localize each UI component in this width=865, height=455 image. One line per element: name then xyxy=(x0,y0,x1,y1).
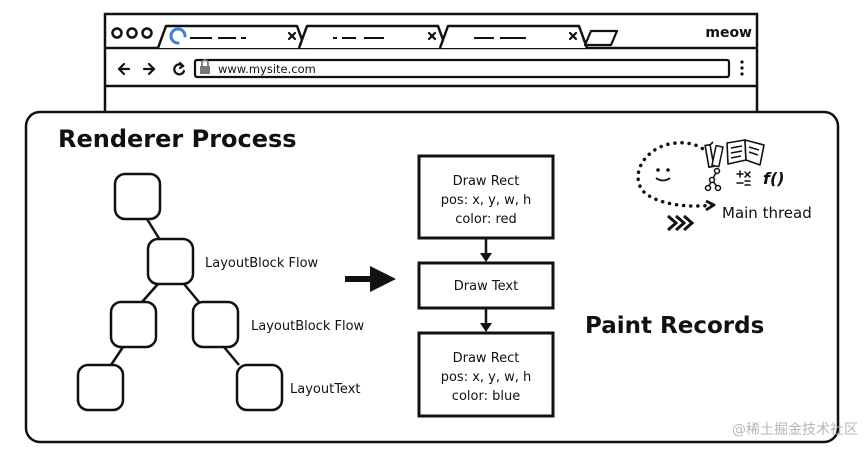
back-arrow-icon[interactable] xyxy=(117,62,131,76)
address-bar[interactable] xyxy=(193,58,731,79)
forward-arrow-icon[interactable] xyxy=(142,62,156,76)
tab-1[interactable] xyxy=(156,24,307,49)
loading-spinner-icon xyxy=(169,27,187,45)
tree-node xyxy=(113,172,162,221)
window-maximize-button[interactable] xyxy=(141,27,153,39)
main-thread-label: Main thread xyxy=(722,204,812,222)
tree-edge xyxy=(223,346,240,366)
reload-icon[interactable] xyxy=(173,61,186,76)
layout-tree xyxy=(76,172,284,412)
tab-close-icon[interactable] xyxy=(427,31,437,41)
paint-records-title: Paint Records xyxy=(585,313,764,339)
record-line: Draw Rect xyxy=(453,174,520,189)
tab-3[interactable] xyxy=(438,24,589,49)
tree-node xyxy=(109,300,158,349)
paint-record xyxy=(417,261,555,310)
menu-dots-icon[interactable] xyxy=(740,60,744,76)
new-tab-icon[interactable] xyxy=(583,29,619,47)
paint-records: Draw Rect pos: x, y, w, h color: red Dra… xyxy=(417,154,555,418)
tree-node xyxy=(191,300,240,349)
main-thread-character-icon: f() xyxy=(636,139,785,232)
tab-close-icon[interactable] xyxy=(568,31,578,41)
tab-2[interactable] xyxy=(297,24,448,49)
tree-node xyxy=(76,363,125,412)
watermark: @稀土掘金技术社区 xyxy=(732,422,858,438)
window-minimize-button[interactable] xyxy=(126,27,138,39)
arrow-icon xyxy=(345,266,396,292)
down-arrow-icon xyxy=(480,323,492,332)
record-line: color: blue xyxy=(452,389,520,404)
tree-label: LayoutText xyxy=(290,382,360,397)
record-line: color: red xyxy=(455,212,517,227)
panel-title: Renderer Process xyxy=(58,125,297,153)
tree-node xyxy=(235,363,284,412)
down-arrow-icon xyxy=(480,253,492,262)
app-label: meow xyxy=(705,25,752,41)
tree-edge xyxy=(145,218,162,241)
tree-node xyxy=(146,237,195,286)
lock-icon xyxy=(200,59,210,74)
paint-record xyxy=(417,331,555,418)
paint-record xyxy=(417,154,555,240)
window-close-button[interactable] xyxy=(111,27,123,39)
tree-edge xyxy=(109,346,125,366)
record-line: Draw Text xyxy=(454,279,518,294)
tree-edge xyxy=(183,283,200,303)
tree-label: LayoutBlock Flow xyxy=(251,319,365,334)
record-line: pos: x, y, w, h xyxy=(441,370,532,385)
url-text: www.mysite.com xyxy=(218,62,316,76)
record-line: pos: x, y, w, h xyxy=(441,193,532,208)
svg-text:f(): f() xyxy=(763,169,785,188)
tree-label: LayoutBlock Flow xyxy=(205,256,319,271)
browser-window: meow www.mysite.com xyxy=(103,12,759,116)
tree-edge xyxy=(141,283,159,303)
tab-close-icon[interactable] xyxy=(287,31,297,41)
record-line: Draw Rect xyxy=(453,351,520,366)
